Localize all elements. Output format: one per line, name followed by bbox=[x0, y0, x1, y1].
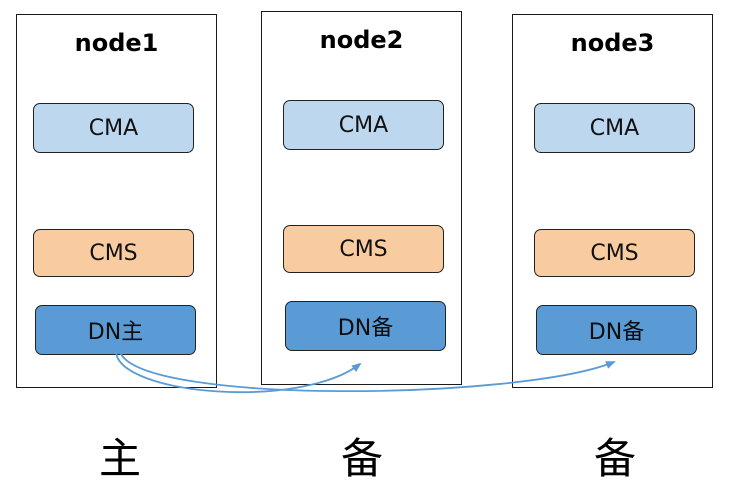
cms-box: CMS bbox=[33, 229, 194, 277]
role-label-primary: 主 bbox=[98, 434, 141, 483]
node-title: node3 bbox=[570, 29, 655, 57]
cms-box: CMS bbox=[534, 229, 695, 277]
node-title: node1 bbox=[74, 29, 159, 57]
node-card-1: node1 CMA CMS DN主 bbox=[16, 14, 217, 388]
node-card-3: node3 CMA CMS DN备 bbox=[512, 14, 713, 388]
dn-standby-box: DN备 bbox=[536, 305, 697, 355]
cma-box: CMA bbox=[534, 103, 695, 153]
dn-standby-box: DN备 bbox=[285, 301, 446, 351]
dn-primary-box: DN主 bbox=[35, 305, 196, 355]
cma-box: CMA bbox=[283, 100, 444, 150]
role-label-standby: 备 bbox=[593, 434, 636, 483]
cms-box: CMS bbox=[283, 225, 444, 273]
node-title: node2 bbox=[319, 26, 404, 54]
node-card-2: node2 CMA CMS DN备 bbox=[261, 11, 462, 385]
role-label-standby: 备 bbox=[340, 434, 383, 483]
replication-arrow-to-node2 bbox=[115, 351, 362, 393]
replication-arrow-to-node3 bbox=[119, 351, 616, 393]
cma-box: CMA bbox=[33, 103, 194, 153]
